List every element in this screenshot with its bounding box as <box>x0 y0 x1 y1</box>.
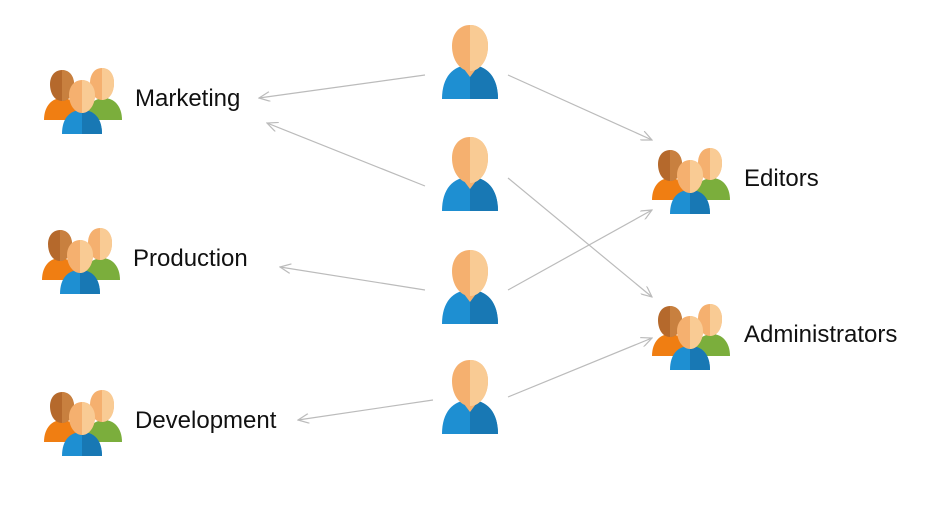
group-marketing[interactable]: Marketing <box>44 68 240 134</box>
group-label: Administrators <box>744 321 897 348</box>
arrow-user-2-to-administrators <box>507 177 652 297</box>
arrow-user-4-to-administrators <box>507 338 652 398</box>
group-production[interactable]: Production <box>42 228 248 294</box>
arrow-user-2-to-marketing <box>267 123 426 187</box>
person-icon[interactable] <box>442 25 498 99</box>
people-group-icon <box>42 228 120 294</box>
group-label: Marketing <box>135 85 240 112</box>
group-administrators[interactable]: Administrators <box>652 304 897 370</box>
people-group-icon <box>44 68 122 134</box>
arrow-user-3-to-editors <box>507 210 652 291</box>
arrow-user-1-to-editors <box>507 74 652 140</box>
group-label: Production <box>133 245 248 272</box>
group-editors[interactable]: Editors <box>652 148 819 214</box>
people-group-icon <box>652 304 730 370</box>
people-group-icon <box>44 390 122 456</box>
person-icon[interactable] <box>442 250 498 324</box>
group-label: Editors <box>744 165 819 192</box>
group-label: Development <box>135 407 277 434</box>
arrow-user-3-to-production <box>280 267 426 291</box>
group-development[interactable]: Development <box>44 390 277 456</box>
person-icon[interactable] <box>442 137 498 211</box>
person-icon[interactable] <box>442 360 498 434</box>
people-group-icon <box>652 148 730 214</box>
connections <box>259 74 652 420</box>
arrow-user-1-to-marketing <box>259 74 426 98</box>
arrow-user-4-to-development <box>298 399 434 420</box>
